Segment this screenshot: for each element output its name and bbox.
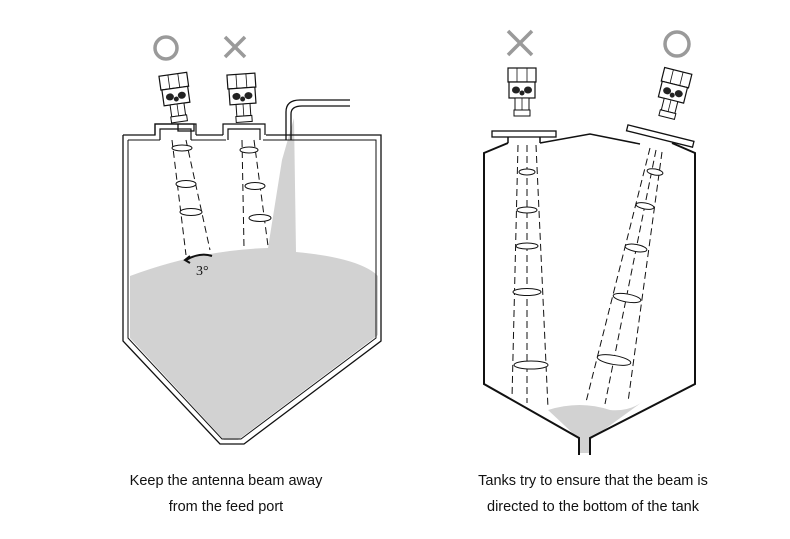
right-bad-mark-icon (506, 29, 534, 57)
left-good-mark-icon (153, 35, 179, 61)
right-sensor-bad (507, 67, 537, 117)
right-tank-wall (483, 142, 696, 455)
left-material (130, 118, 378, 440)
right-sensor-good (652, 66, 693, 122)
angle-arc (185, 253, 213, 261)
left-caption-line1: Keep the antenna beam away (129, 473, 323, 489)
right-caption: Tanks try to ensure that the beam is dir… (443, 468, 743, 520)
left-sensor-bad (226, 72, 259, 124)
right-good-mark-icon (663, 30, 691, 58)
right-material (548, 400, 645, 453)
right-caption-line1: Tanks try to ensure that the beam is (478, 473, 708, 489)
right-tank (483, 66, 696, 455)
left-sensor-good (158, 71, 194, 125)
left-bad-mark-icon (223, 35, 247, 59)
angle-label: 3° (196, 264, 209, 279)
feed-pipe (285, 99, 350, 140)
left-caption-line2: from the feed port (168, 499, 284, 515)
left-caption: Keep the antenna beam away from the feed… (76, 468, 376, 520)
right-caption-line2: directed to the bottom of the tank (487, 499, 699, 515)
left-tank: 3° (122, 71, 382, 445)
